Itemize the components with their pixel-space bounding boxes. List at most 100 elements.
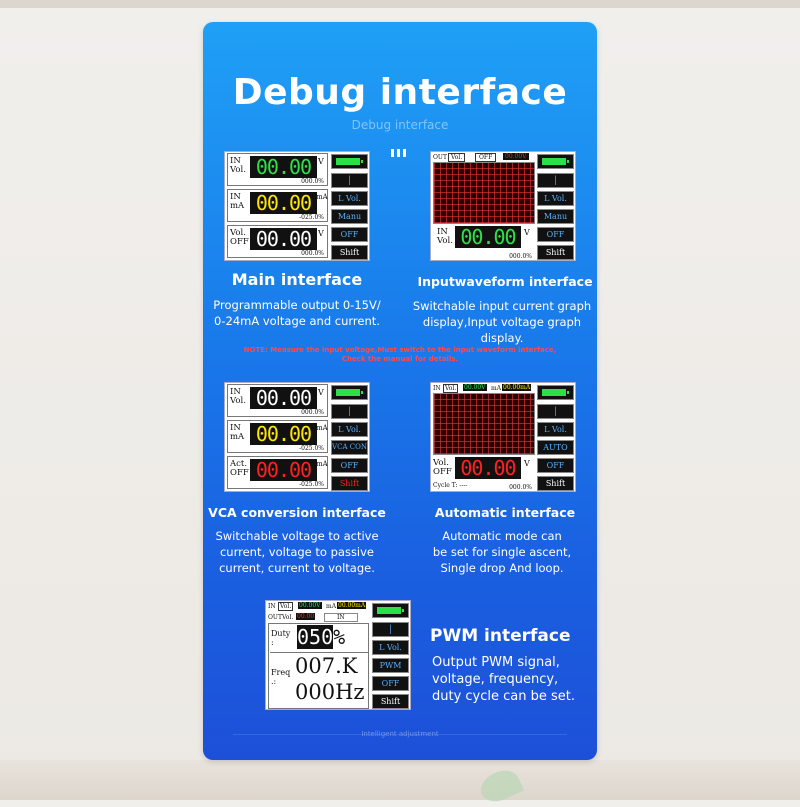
screen-button[interactable]: Shift bbox=[372, 694, 409, 709]
screen-button[interactable]: Shift bbox=[331, 245, 368, 260]
screen-button[interactable]: Manu bbox=[331, 209, 368, 224]
screen-button[interactable]: Shift bbox=[331, 476, 368, 491]
pwm-interface-screen: IN Vol. 00.00V mA 00.00mA OUT Vol. 00.00… bbox=[265, 600, 411, 710]
screen-button[interactable]: │ bbox=[331, 173, 368, 188]
screen-button[interactable]: OFF bbox=[537, 227, 574, 242]
panel-divider bbox=[270, 652, 368, 653]
unit-label: mA bbox=[316, 424, 328, 432]
duty-label: : bbox=[271, 638, 274, 647]
screen-button[interactable]: OFF bbox=[372, 676, 409, 691]
screen-button[interactable]: │ bbox=[537, 404, 574, 419]
page-subtitle: Debug interface bbox=[351, 118, 449, 132]
row-label: IN bbox=[230, 387, 241, 397]
out-label: OUT bbox=[433, 154, 447, 161]
duty-readout[interactable]: 050% bbox=[297, 625, 346, 649]
waveform-interface-label: Inputwaveform interface bbox=[417, 274, 593, 289]
row-label: IN bbox=[230, 423, 241, 433]
vca-row-act-off: Act.OFF 00.00 mA -025.0% bbox=[227, 456, 328, 489]
battery-icon bbox=[331, 385, 368, 400]
duty-unit: % bbox=[333, 625, 346, 649]
pwm-interface-label: PWM interface bbox=[430, 626, 571, 646]
screen-button[interactable]: AUTO bbox=[537, 440, 574, 455]
percent-readout: -025.0% bbox=[299, 445, 324, 452]
desc-line: Switchable input current graph bbox=[412, 299, 592, 313]
out-label: OUT bbox=[268, 614, 282, 621]
in-ma-value: 00.00mA bbox=[502, 384, 532, 391]
unit-label: mA bbox=[316, 460, 328, 468]
percent-readout: 000.0% bbox=[509, 484, 532, 491]
in-ma-value: 00.00mA bbox=[337, 602, 367, 609]
off-tag: OFF bbox=[475, 153, 497, 162]
automatic-interface-label: Automatic interface bbox=[434, 505, 576, 520]
screen-button[interactable]: OFF bbox=[331, 458, 368, 473]
in-ma-readout: 00.00 bbox=[250, 192, 317, 214]
screen-button[interactable]: │ bbox=[331, 404, 368, 419]
desc-line: be set for single ascent, bbox=[432, 545, 572, 559]
vca-in-ma-readout: 00.00 bbox=[250, 423, 317, 445]
row-label: mA bbox=[230, 432, 245, 442]
ma-label: mA bbox=[326, 603, 337, 610]
screen-button[interactable]: L Vol. bbox=[331, 191, 368, 206]
screen-button[interactable]: L Vol. bbox=[372, 640, 409, 655]
screen-button[interactable]: Manu bbox=[537, 209, 574, 224]
vol-off-readout: 00.00 bbox=[250, 228, 317, 250]
screen-button[interactable]: │ bbox=[537, 173, 574, 188]
screen-button[interactable]: Shift bbox=[537, 245, 574, 260]
screen-button[interactable]: VCA CON bbox=[331, 440, 368, 455]
row-label: OFF bbox=[230, 237, 249, 247]
auto-vol-readout: 00.00 bbox=[455, 457, 521, 479]
screen-button[interactable]: PWM bbox=[372, 658, 409, 673]
screen-button[interactable]: L Vol. bbox=[331, 422, 368, 437]
main-row-vol-off: Vol.OFF 00.00 V 000.0% bbox=[227, 225, 328, 258]
desc-line: current, voltage to passive bbox=[219, 545, 375, 559]
screen-button[interactable]: OFF bbox=[537, 458, 574, 473]
percent-readout: -025.0% bbox=[299, 214, 324, 221]
in-vol-value: 00.00V bbox=[463, 384, 487, 391]
row-label: Vol. bbox=[230, 228, 246, 238]
in-vol-readout: 00.00 bbox=[250, 156, 317, 178]
ma-label: mA bbox=[491, 385, 502, 392]
row-label: OFF bbox=[433, 467, 452, 477]
in-tag: IN bbox=[324, 613, 358, 622]
in-label: IN bbox=[433, 385, 441, 392]
freq-readout-k[interactable]: 007.K bbox=[295, 654, 358, 678]
desc-line: Output PWM signal, bbox=[432, 655, 560, 670]
out-vol-value: 00.00V bbox=[503, 153, 529, 160]
desk-surface bbox=[0, 760, 800, 800]
waveform-in-vol-readout: 00.00 bbox=[455, 226, 521, 248]
desc-line: 0-24mA voltage and current. bbox=[214, 314, 380, 328]
desc-line: voltage, frequency, bbox=[432, 672, 559, 687]
waveform-interface-description: Switchable input current graph display,I… bbox=[409, 298, 595, 346]
footer-caption: Intelligent adjustment bbox=[361, 730, 439, 738]
unit-label: V bbox=[318, 157, 324, 166]
percent-readout: 000.0% bbox=[509, 253, 532, 260]
vca-interface-description: Switchable voltage to active current, vo… bbox=[209, 528, 385, 576]
divider-dots-icon bbox=[389, 142, 407, 161]
vca-interface-label: VCA conversion interface bbox=[208, 505, 386, 520]
screen-button[interactable]: │ bbox=[372, 622, 409, 637]
row-label: OFF bbox=[230, 468, 249, 478]
freq-readout-hz[interactable]: 000Hz bbox=[295, 680, 365, 704]
screen-button[interactable]: L Vol. bbox=[537, 422, 574, 437]
vca-act-readout: 00.00 bbox=[250, 459, 317, 481]
screen-button[interactable]: Shift bbox=[537, 476, 574, 491]
percent-readout: -025.0% bbox=[299, 481, 324, 488]
footer-divider bbox=[233, 734, 567, 735]
measure-note: NOTE: Measure the input voltage,Must swi… bbox=[243, 346, 557, 363]
desc-line: Single drop And loop. bbox=[440, 561, 564, 575]
main-interface-description: Programmable output 0-15V/ 0-24mA voltag… bbox=[209, 297, 385, 329]
screen-button[interactable]: L Vol. bbox=[537, 191, 574, 206]
automatic-interface-screen: IN Vol. 00.00V mA 00.00mA Vol.OFF 00.00 … bbox=[430, 382, 576, 492]
row-label: Vol. bbox=[433, 458, 449, 468]
row-label: IN bbox=[437, 227, 448, 237]
desc-line: Programmable output 0-15V/ bbox=[213, 298, 381, 312]
vol-tag: Vol. bbox=[443, 384, 459, 393]
screen-button[interactable]: OFF bbox=[331, 227, 368, 242]
row-label: IN bbox=[230, 156, 241, 166]
row-label: Vol. bbox=[437, 236, 453, 246]
auto-graph bbox=[433, 393, 535, 455]
